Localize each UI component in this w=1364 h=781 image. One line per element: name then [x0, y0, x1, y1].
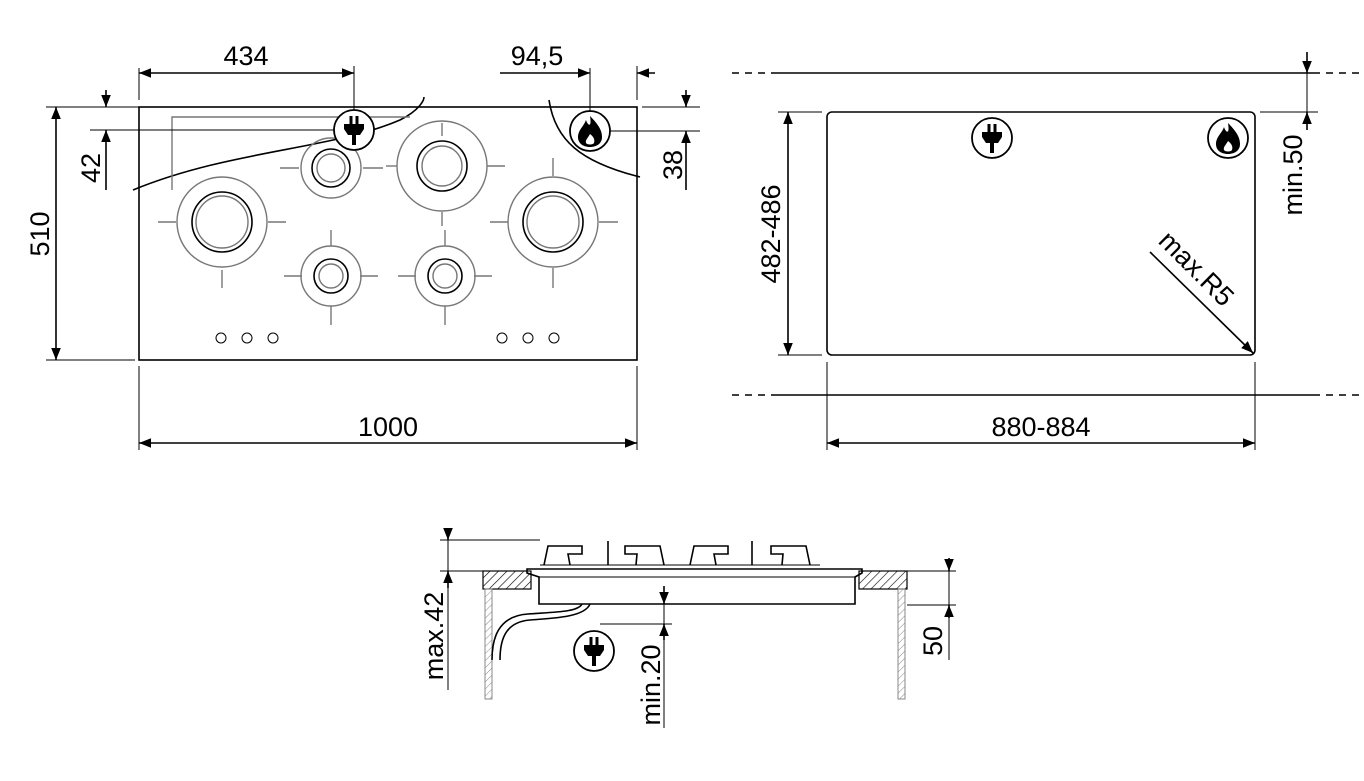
- cutout-outline: [826, 111, 1256, 356]
- cabinet-wall-left: [484, 588, 493, 700]
- min-distance-label: min.50: [1278, 134, 1308, 215]
- gas-flame-icon: [569, 110, 611, 152]
- cutout-depth-label: 482-486: [756, 184, 786, 283]
- worktop-right: [858, 570, 908, 590]
- hob-body: [526, 568, 863, 605]
- plug-icon: [971, 117, 1013, 159]
- power-cable: [499, 603, 591, 661]
- burner-large-center: [386, 120, 505, 226]
- burner-small-back: [280, 137, 383, 199]
- dim-radius-leader: [1149, 251, 1254, 354]
- burner-large-right: [490, 158, 618, 288]
- cabinet-wall-right: [897, 588, 906, 700]
- hob-top-view: 434 94,5 42 38 510 1000: [25, 41, 700, 450]
- width-label: 1000: [358, 412, 418, 442]
- gas-flame-icon: [1207, 117, 1249, 159]
- burner-small-front-right: [398, 230, 492, 325]
- plug-cable-route: [171, 116, 410, 190]
- burner-small-front-left: [284, 230, 378, 325]
- plug-offset-label: 434: [223, 41, 268, 71]
- cutout-view: 482-486 880-884 min.50 max.R5: [732, 52, 1360, 450]
- gas-corner-curve: [548, 99, 641, 178]
- burner-large-left: [158, 176, 286, 288]
- side-section-view: max.42 min.20 50: [419, 528, 956, 728]
- pan-supports: [540, 541, 820, 566]
- gas-offset-label: 94,5: [511, 41, 564, 71]
- cutout-width-label: 880-884: [991, 412, 1090, 442]
- plug-icon: [573, 630, 615, 672]
- min-clearance-label: min.20: [636, 644, 666, 725]
- depth-label: 510: [25, 211, 55, 256]
- plug-icon: [333, 109, 375, 151]
- worktop-left: [482, 570, 532, 590]
- gas-height-label: 38: [658, 150, 688, 180]
- control-knobs: [215, 332, 560, 344]
- max-thickness-label: max.42: [419, 592, 449, 681]
- plug-corner-curve: [132, 96, 425, 191]
- hob-outline: [138, 106, 638, 361]
- worktop-label: 50: [918, 626, 948, 656]
- plug-height-label: 42: [76, 153, 106, 183]
